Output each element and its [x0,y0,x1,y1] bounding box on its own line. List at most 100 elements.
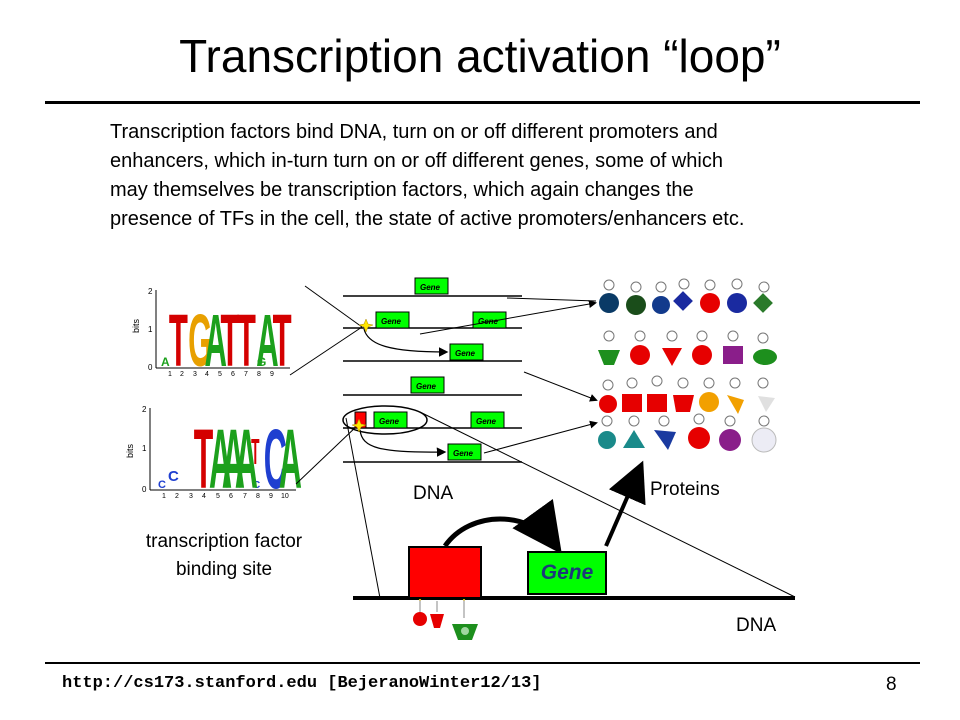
sequence-logo-1: bits 2 1 0 A G T G A T T A T 1 2 3 4 5 6… [131,287,292,383]
logo2-xtick: 5 [216,493,220,500]
logo2-xtick: 6 [229,493,233,500]
logo2-xtick: 8 [256,493,260,500]
logo2-ytick: 2 [142,405,147,414]
gene-label: Gene [453,449,474,458]
zoom-line-right [419,411,796,598]
logo1-ytick: 1 [148,325,153,334]
gene-box [414,277,449,295]
zoom-line-left [345,417,381,599]
logo1-xtick: 7 [244,371,248,378]
proteins-label: Proteins [650,479,720,500]
logo1-letter: T [169,301,188,383]
binding-site-label-line: binding site [175,559,273,580]
gene-label: Gene [381,317,402,326]
dna-cluster-2: Gene Gene Gene Gene [342,376,522,463]
logo2-letter: A [235,413,258,507]
binding-star-icon [351,418,367,433]
intro-line: presence of TFs in the cell, the state o… [110,208,745,230]
svg-text:C: C [158,479,166,491]
logo2-ytick: 1 [142,444,147,453]
gene-box [449,343,484,361]
logo2-xticks: 1 2 3 4 5 6 7 8 9 10 [162,493,289,500]
protein-row-1 [599,278,773,315]
protein-row-4 [598,413,777,453]
gene-large-label: Gene [540,561,594,584]
expression-arrow [483,420,598,454]
logo2-axis-label: bits [125,443,135,458]
logo2-letter: T [251,431,260,472]
logo2-xtick: 7 [243,493,247,500]
svg-text:G: G [257,355,266,369]
logo1-xtick: 5 [218,371,222,378]
logo1-letter: A [205,301,227,383]
logo2-xtick: 1 [162,493,166,500]
activation-arrow [442,498,562,555]
logo1-xtick: 1 [168,371,172,378]
slide-title: Transcription activation “loop” [179,30,781,82]
binding-site-label: transcription factor binding site [108,528,340,584]
expression-arrow [419,300,597,335]
logo1-letter: T [237,301,256,383]
expression-arrow [523,371,598,402]
logo1-letter: T [221,301,240,383]
logo2-xtick: 10 [281,493,289,500]
logo2-letter: A [222,413,245,507]
gene-label: Gene [379,417,400,426]
promoter-region [408,546,482,599]
gene-box [410,376,445,394]
protein-row-3 [599,375,775,414]
logo1-xtick: 8 [257,371,261,378]
dna-cluster-1: Gene Gene Gene Gene [343,277,522,362]
logo2-xtick: 9 [269,493,273,500]
intro-line: Transcription factors bind DNA, turn on … [110,121,718,143]
svg-text:C: C [168,468,179,485]
gene-label: Gene [420,283,441,292]
intro-line: enhancers, which in-turn turn on or off … [110,150,723,172]
binding-site-label-line: transcription factor [145,531,303,552]
bound-transcription-factors [413,601,478,640]
sequence-logo-2: bits 2 1 0 C C C T A A A T C A 1 2 3 4 5… [125,405,302,507]
footer-url[interactable]: http://cs173.stanford.edu [BejeranoWinte… [62,674,542,693]
logo2-xtick: 4 [202,493,206,500]
logo2-letter: A [279,413,302,507]
logo1-xtick: 9 [270,371,274,378]
logo1-xtick: 3 [193,371,197,378]
logo1-letter: G [188,301,212,383]
logo2-connector [295,424,359,485]
logo1-connector [289,326,363,376]
logo1-connector [304,285,363,328]
logo2-ytick: 0 [142,485,147,494]
logo1-letter: T [273,301,292,383]
gene-box-large: Gene [527,551,607,595]
logo2-letter: T [194,413,214,507]
logo1-ytick: 2 [148,287,153,296]
binding-star-icon [358,318,374,333]
logo2-xtick: 3 [189,493,193,500]
logo2-letter: C [264,413,287,507]
page-number: 8 [886,674,897,695]
gene-box [447,443,482,461]
gene-box [470,411,505,429]
highlight-ellipse [342,405,428,435]
gene-label: Gene [416,382,437,391]
svg-text:C: C [253,480,260,491]
gene-box [373,411,408,429]
intro-paragraph: Transcription factors bind DNA, turn on … [110,118,890,234]
protein-production-arrow [604,460,646,547]
gene-label: Gene [455,349,476,358]
gene-box [472,311,507,329]
gene-label: Gene [476,417,497,426]
logo1-ytick: 0 [148,363,153,372]
logo2-letter: A [209,413,232,507]
dna-label-top: DNA [413,483,454,504]
dna-label-bottom: DNA [736,615,777,636]
title-divider [45,101,920,104]
logo1-xtick: 4 [205,371,209,378]
logo1-axis-label: bits [131,318,141,333]
logo1-xtick: 6 [231,371,235,378]
logo1-xtick: 2 [180,371,184,378]
protein-row-2 [598,330,777,366]
logo2-xtick: 2 [175,493,179,500]
logo1-xticks: 1 2 3 4 5 6 7 8 9 [168,371,274,378]
